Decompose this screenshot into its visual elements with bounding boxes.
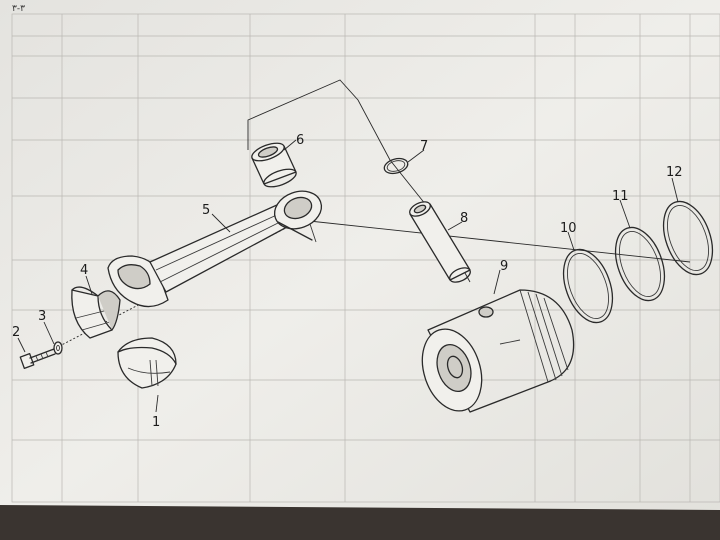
page-shadow bbox=[0, 505, 720, 540]
piston bbox=[421, 289, 575, 413]
callout-11: 11 bbox=[612, 189, 629, 204]
callout-1: 1 bbox=[152, 415, 160, 430]
callout-6: 6 bbox=[296, 133, 304, 148]
callout-9: 9 bbox=[500, 259, 508, 274]
piston-ring-10 bbox=[562, 248, 614, 324]
callout-10: 10 bbox=[560, 221, 577, 236]
connecting-rod bbox=[107, 190, 323, 308]
callout-5: 5 bbox=[202, 203, 210, 218]
bolt bbox=[19, 348, 56, 369]
callout-2: 2 bbox=[12, 325, 20, 340]
page-mark: ٣-٣ bbox=[12, 4, 25, 14]
piston-pin bbox=[409, 201, 471, 283]
callout-3: 3 bbox=[38, 309, 46, 324]
bearing-cap bbox=[71, 286, 121, 339]
leader-lines bbox=[17, 139, 679, 413]
callout-7: 7 bbox=[420, 139, 428, 154]
small-end-bushing bbox=[251, 142, 297, 188]
piston-ring-12 bbox=[662, 200, 714, 276]
callout-4: 4 bbox=[80, 263, 88, 278]
piston-ring-11 bbox=[614, 226, 666, 302]
washer bbox=[53, 341, 63, 355]
bleed-through-table bbox=[11, 13, 720, 503]
lower-bearing-shell bbox=[117, 337, 177, 389]
callout-12: 12 bbox=[666, 165, 683, 180]
circlip bbox=[383, 157, 409, 175]
callout-8: 8 bbox=[460, 211, 468, 226]
callout-labels: 1 2 3 4 5 6 7 8 9 10 11 12 bbox=[12, 133, 683, 430]
